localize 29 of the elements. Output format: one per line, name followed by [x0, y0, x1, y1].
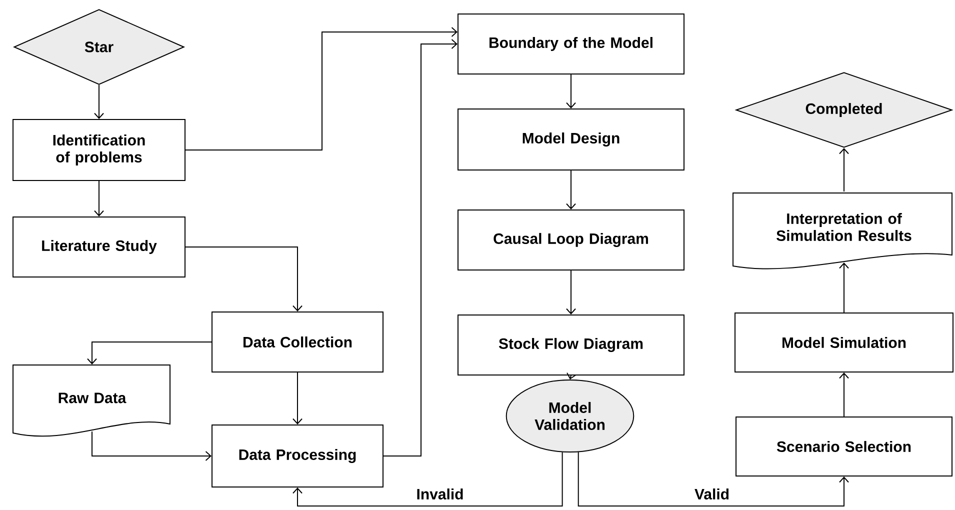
arrow — [94, 84, 104, 119]
process-box: Model Simulation — [734, 312, 954, 372]
process-box: Identification of problems — [12, 118, 186, 181]
arrow — [185, 246, 302, 312]
arrow — [566, 270, 576, 314]
arrow — [566, 372, 576, 380]
arrow — [566, 170, 576, 210]
arrow — [94, 180, 104, 216]
process-box: Data Collection — [212, 311, 384, 372]
process-box: Data Processing — [212, 424, 384, 488]
arrow — [87, 341, 212, 364]
arrow — [839, 372, 849, 417]
process-box: Boundary of the Model — [458, 14, 684, 74]
edge-label: Valid — [694, 487, 731, 500]
process-box: Scenario Selection — [736, 416, 952, 476]
arrow — [292, 372, 302, 424]
arrow — [383, 38, 458, 456]
arrow — [839, 148, 849, 192]
arrow — [292, 452, 563, 506]
edge-label: Invalid — [415, 487, 465, 500]
process-box: Causal Loop Diagram — [458, 209, 684, 270]
process-box: Stock Flow Diagram — [458, 314, 684, 376]
process-box: Model Design — [458, 108, 684, 170]
arrow — [578, 452, 849, 506]
arrow — [185, 27, 458, 150]
arrow — [839, 262, 849, 313]
process-box: Literature Study — [12, 216, 186, 278]
arrow — [566, 74, 576, 108]
arrow — [92, 430, 212, 461]
